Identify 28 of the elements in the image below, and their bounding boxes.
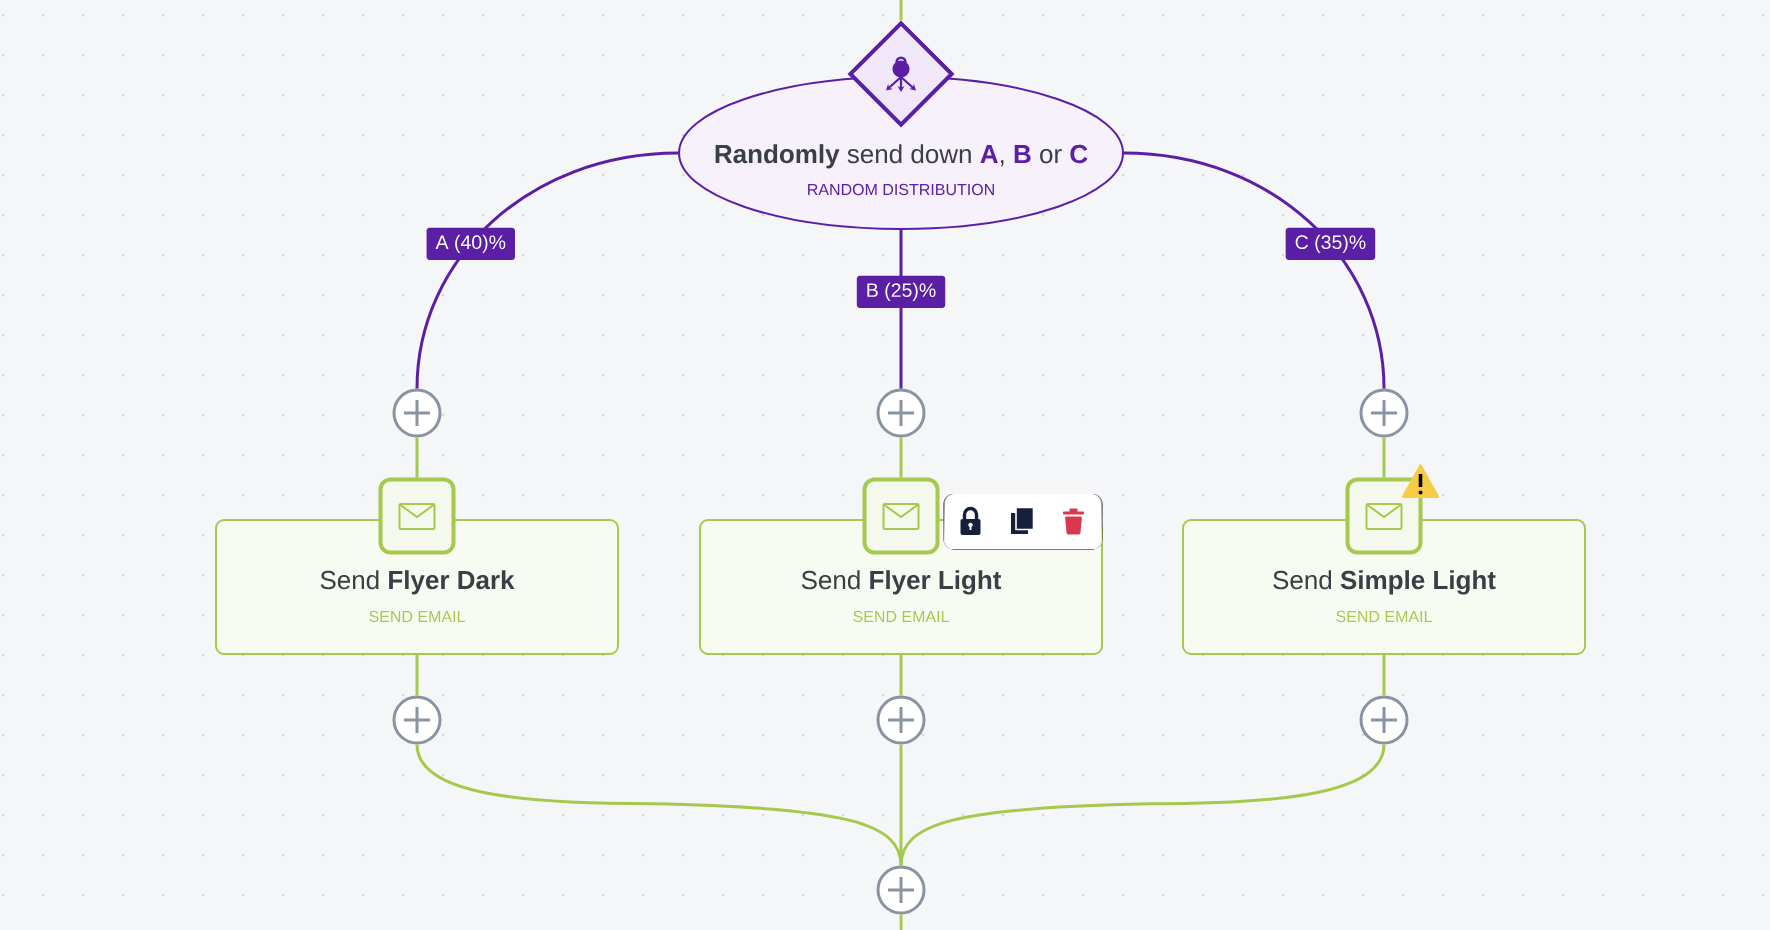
icon-tile (862, 477, 940, 555)
add-circle (1359, 695, 1409, 745)
connector-line (1123, 151, 1386, 389)
connector-line (899, 437, 903, 478)
ellipse-node: Randomly send down A, B or C RANDOM DISTRIBUTION (678, 76, 1124, 230)
icon-tile (378, 477, 456, 555)
connector-line (415, 655, 419, 696)
add-circle (392, 695, 442, 745)
add-circle (876, 865, 926, 915)
edge-label: C (35)% (1285, 227, 1376, 260)
action-box: Send Flyer Dark SEND EMAIL (215, 519, 619, 655)
add-circle (876, 388, 926, 438)
edge-label: A (40)% (426, 227, 515, 260)
add-circle (1359, 388, 1409, 438)
connector-line (415, 744, 903, 866)
connector-line (1382, 655, 1386, 696)
add-circle (392, 388, 442, 438)
connector-line (899, 744, 1386, 866)
connector-line (415, 151, 679, 389)
connector-line (899, 0, 903, 21)
action-box: Send Simple Light SEND EMAIL (1182, 519, 1586, 655)
edge-label: B (25)% (856, 275, 946, 308)
connector-line (899, 914, 903, 930)
add-circle (876, 695, 926, 745)
connector-line (1382, 437, 1386, 478)
connector-line (899, 655, 903, 696)
connector-line (415, 437, 419, 478)
connector-line (899, 744, 903, 866)
